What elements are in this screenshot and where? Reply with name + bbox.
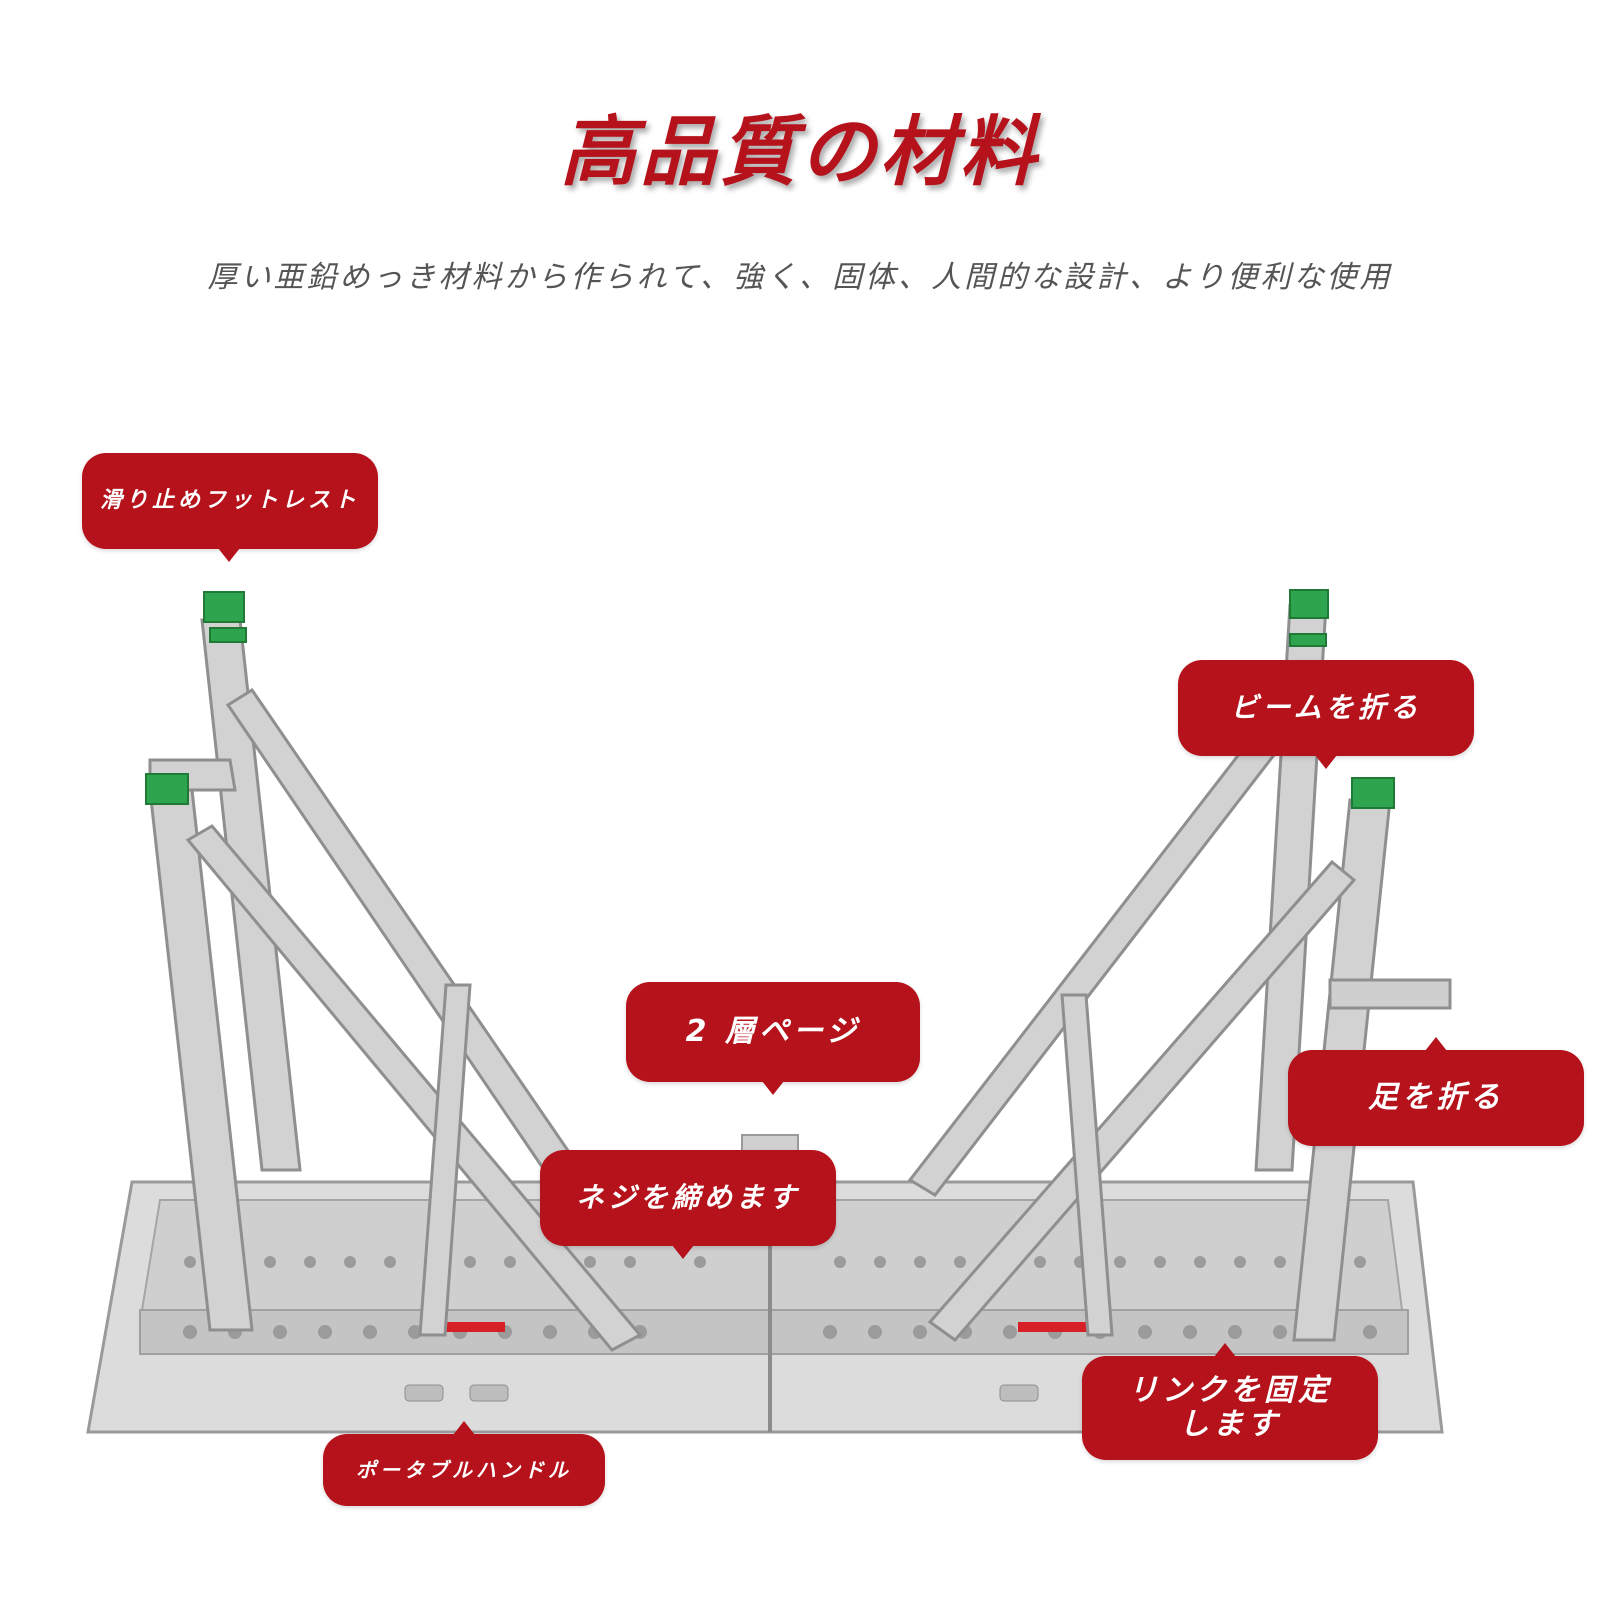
- callout-footrest-label: 滑り止めフットレスト: [99, 488, 360, 514]
- page-title: 高品質の材料: [560, 107, 1040, 196]
- foot-cap-icon: [145, 773, 189, 805]
- lock-lever-right: [1018, 1322, 1103, 1332]
- callout-footrest: 滑り止めフットレスト: [82, 453, 378, 562]
- callout-tighten-screw: ネジを締めます: [540, 1150, 836, 1259]
- callout-portable-handle-label: ポータブルハンドル: [356, 1457, 572, 1482]
- foot-cap-icon: [1351, 777, 1395, 809]
- foot-cap-icon: [1289, 589, 1329, 619]
- callout-portable-handle: ポータブルハンドル: [323, 1421, 605, 1506]
- lock-lever-left: [420, 1322, 505, 1332]
- callout-fold-beam: ビームを折る: [1178, 660, 1474, 769]
- callout-fold-leg: 足を折る: [1288, 1037, 1584, 1146]
- callout-two-layer: 2 層ページ: [626, 982, 920, 1095]
- page-subtitle: 厚い亜鉛めっき材料から作られて、強く、固体、人間的な設計、より便利な使用: [207, 260, 1393, 295]
- callout-fold-beam-label: ビームを折る: [1230, 690, 1422, 724]
- left-leg-assembly: [148, 618, 643, 1352]
- callout-two-layer-label: 2 層ページ: [685, 1013, 861, 1049]
- right-leg-assembly: [907, 603, 1452, 1343]
- callout-tighten-screw-label: ネジを締めます: [575, 1180, 800, 1214]
- foot-cap-icon: [203, 591, 245, 623]
- foot-caps: [145, 589, 1395, 809]
- callout-fold-leg-label: 足を折る: [1368, 1079, 1504, 1115]
- callout-fix-link: リンクを固定 します: [1082, 1343, 1378, 1460]
- callout-fix-link-label: リンクを固定 します: [1128, 1372, 1332, 1442]
